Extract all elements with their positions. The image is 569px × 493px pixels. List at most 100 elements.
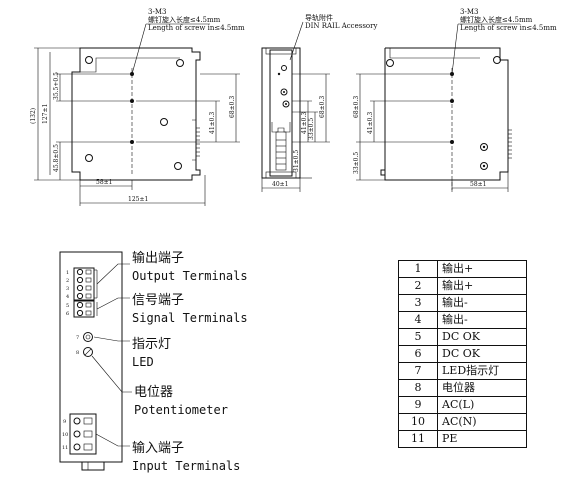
- pin-desc: 输出+: [437, 260, 527, 278]
- pin-no: 3: [398, 294, 438, 312]
- pin-no: 8: [398, 379, 438, 397]
- terminal-diagram: 1 2 3 4 5 6 7 8 9 10 11 输出端子 Output Term…: [59, 250, 248, 473]
- back-screw-label-3: Length of screw in≤4.5mm: [460, 24, 557, 32]
- pin-number: 2: [66, 278, 69, 284]
- side-dim-40: 40±1: [272, 181, 288, 188]
- pin-number: 10: [62, 432, 68, 438]
- din-clip: [81, 462, 105, 471]
- pin-no: 2: [398, 277, 438, 295]
- pin-desc: 输出-: [437, 311, 527, 329]
- front-dim-68: 68±0.3: [229, 96, 236, 118]
- front-housing-outline: [71, 47, 201, 181]
- module-front-panel: [59, 251, 123, 463]
- callout-input-en: Input Terminals: [132, 459, 240, 473]
- back-vent-slots: [508, 129, 512, 159]
- pin-no: 1: [398, 260, 438, 278]
- pin-desc: DC OK: [437, 328, 527, 346]
- pin-number: 9: [63, 419, 66, 425]
- pin-no: 11: [398, 430, 438, 448]
- back-mount-hole: [386, 59, 394, 67]
- pin-no: 6: [398, 345, 438, 363]
- side-rail-label-2: DIN RAIL Accessory: [305, 22, 377, 30]
- front-dim-height: 127±1: [42, 104, 49, 124]
- front-mount-hole: [160, 118, 168, 126]
- back-dim-41: 41±0.3: [367, 112, 374, 134]
- front-screw-label-3: Length of screw in≤4.5mm: [148, 24, 245, 32]
- pin-desc: 电位器: [437, 379, 527, 397]
- pin-number: 7: [76, 335, 79, 341]
- signal-terminal-block: [73, 300, 95, 318]
- callout-led-cn: 指示灯: [132, 337, 171, 352]
- callout-input-cn: 输入端子: [132, 440, 184, 456]
- pin-no: 7: [398, 362, 438, 380]
- pin-desc: 输出-: [437, 294, 527, 312]
- pin-number: 8: [76, 350, 79, 356]
- side-dim-68: 68±0.3: [319, 96, 326, 118]
- side-clip-ridges: [276, 139, 286, 165]
- pin-desc: PE: [437, 430, 527, 448]
- back-mount-hole: [480, 162, 488, 170]
- back-view: 3-M3 螺钉旋入长度≤4.5mm Length of screw in≤4.5…: [353, 8, 557, 192]
- pin-desc: 输出+: [437, 277, 527, 295]
- back-mount-hole: [493, 56, 501, 64]
- pin-no: 9: [398, 396, 438, 414]
- front-screw-label-1: 3-M3: [148, 8, 166, 16]
- front-screw-label-2: 螺钉旋入长度≤4.5mm: [148, 15, 221, 24]
- callout-pot-en: Potentiometer: [134, 403, 228, 417]
- front-mount-hole: [174, 162, 182, 170]
- back-screw-label-2: 螺钉旋入长度≤4.5mm: [460, 15, 533, 24]
- callout-signal-en: Signal Terminals: [132, 311, 248, 325]
- side-view: 导轨附件 DIN RAIL Accessory 41±0.3 68±0.3: [261, 13, 377, 192]
- side-hole: [282, 100, 290, 108]
- front-view: 3-M3 螺钉旋入长度≤4.5mm Length of screw in≤4.5…: [30, 8, 245, 206]
- pin-number: 5: [66, 303, 69, 309]
- front-dim-top: 35.5+0.5: [53, 72, 60, 100]
- back-dim-58: 58±1: [470, 181, 486, 188]
- front-dim-outer-height: (132): [30, 108, 37, 124]
- back-dim-33: 33±0.5: [353, 152, 360, 174]
- pin-desc: LED指示灯: [437, 362, 527, 380]
- callout-signal-cn: 信号端子: [132, 293, 184, 308]
- pin-desc: DC OK: [437, 345, 527, 363]
- pin-number: 6: [66, 311, 69, 317]
- callout-pot-cn: 电位器: [134, 385, 173, 400]
- side-dim-31: 31±0.5: [293, 150, 300, 172]
- back-mount-hole: [480, 143, 488, 151]
- side-rail-label-1: 导轨附件: [305, 13, 333, 22]
- back-screw-label-1: 3-M3: [460, 8, 478, 16]
- front-vent-slots: [196, 127, 200, 157]
- callout-led-en: LED: [132, 355, 154, 369]
- pin-no: 5: [398, 328, 438, 346]
- back-dim-68: 68±0.3: [353, 96, 360, 118]
- pin-number: 11: [62, 445, 68, 451]
- pin-desc: AC(N): [437, 413, 527, 431]
- back-housing-outline: [380, 47, 509, 181]
- led-indicator: [83, 332, 93, 342]
- front-dim-width-inner: 58±1: [96, 179, 112, 186]
- pin-number: 4: [66, 294, 69, 300]
- output-terminal-block: [73, 267, 95, 301]
- pin-desc: AC(L): [437, 396, 527, 414]
- callout-output-cn: 输出端子: [132, 250, 184, 266]
- side-hole: [281, 65, 287, 71]
- front-mount-hole: [85, 56, 93, 64]
- potentiometer: [83, 347, 93, 357]
- pin-number: 3: [66, 286, 69, 292]
- side-din-rail: [269, 49, 293, 177]
- terminal-pins-top: [76, 268, 92, 317]
- front-mount-hole: [176, 59, 184, 67]
- front-mount-hole: [85, 154, 93, 162]
